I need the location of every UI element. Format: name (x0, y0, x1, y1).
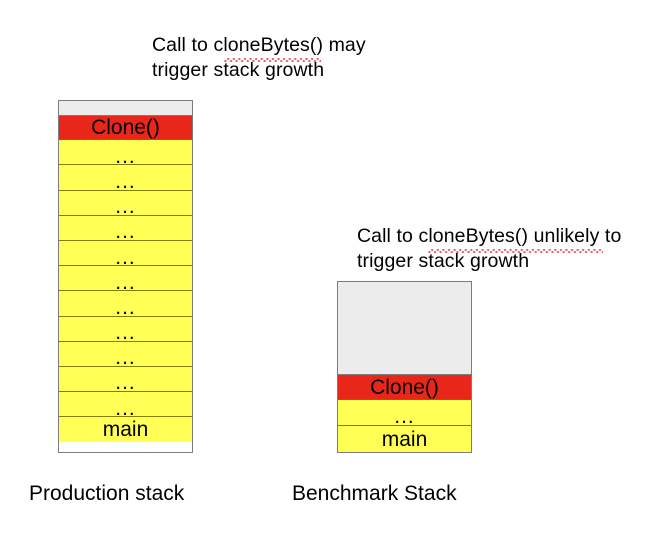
stack-frame-label: ... (115, 346, 136, 370)
stack-frame-label: ... (115, 220, 136, 244)
stack-frame-ellipsis: ... (338, 400, 471, 428)
annotation-benchmark-stack: Call to cloneBytes() unlikely to trigger… (357, 225, 622, 272)
stack-frame-ellipsis: ... (59, 291, 192, 319)
stack-frame-label: ... (115, 195, 136, 219)
stack-frame-ellipsis: ... (59, 190, 192, 219)
stack-frame-label: ... (115, 144, 136, 168)
stack-frame-ellipsis: ... (59, 215, 192, 244)
stack-frame-label: ... (115, 321, 136, 345)
stack-frame-ellipsis: ... (59, 392, 192, 420)
annotation-production-stack: Call to cloneBytes() may trigger stack g… (152, 34, 366, 81)
stack-frame-label: ... (115, 270, 136, 294)
stack-headroom-area (338, 282, 471, 374)
stack-frame-ellipsis: ... (59, 341, 192, 370)
benchmark-stack-diagram: Clone()...main (337, 281, 472, 453)
stack-frame-label: ... (115, 295, 136, 319)
stack-frame-ellipsis: ... (59, 165, 192, 193)
production-stack-caption: Production stack (29, 482, 185, 505)
spellcheck-underline-icon (224, 58, 321, 62)
stack-frame-ellipsis: ... (59, 366, 192, 395)
benchmark-stack-caption: Benchmark Stack (292, 482, 457, 505)
stack-frame-ellipsis: ... (59, 266, 192, 294)
stack-frame-label: ... (115, 245, 136, 269)
stack-frame-label: ... (115, 371, 136, 395)
production-stack-diagram: Clone().................................… (58, 100, 193, 453)
stack-frame-ellipsis: ... (59, 140, 192, 168)
stack-frame-main: main (338, 426, 471, 452)
stack-frame-label: ... (115, 396, 136, 420)
stack-frame-clone: Clone() (59, 115, 192, 141)
stack-frame-ellipsis: ... (59, 316, 192, 345)
stack-frame-label: Clone() (91, 116, 160, 140)
spellcheck-underline-icon (428, 249, 603, 253)
stack-frame-label: ... (394, 405, 415, 428)
stack-frame-label: main (102, 418, 149, 442)
stack-frame-label: main (381, 427, 428, 451)
stack-frame-main: main (59, 417, 192, 443)
stack-frame-label: ... (115, 169, 136, 193)
stack-frame-ellipsis: ... (59, 240, 192, 269)
stack-headroom-area (59, 101, 192, 115)
stack-frame-clone: Clone() (338, 374, 471, 400)
stack-frame-label: Clone() (370, 375, 439, 399)
